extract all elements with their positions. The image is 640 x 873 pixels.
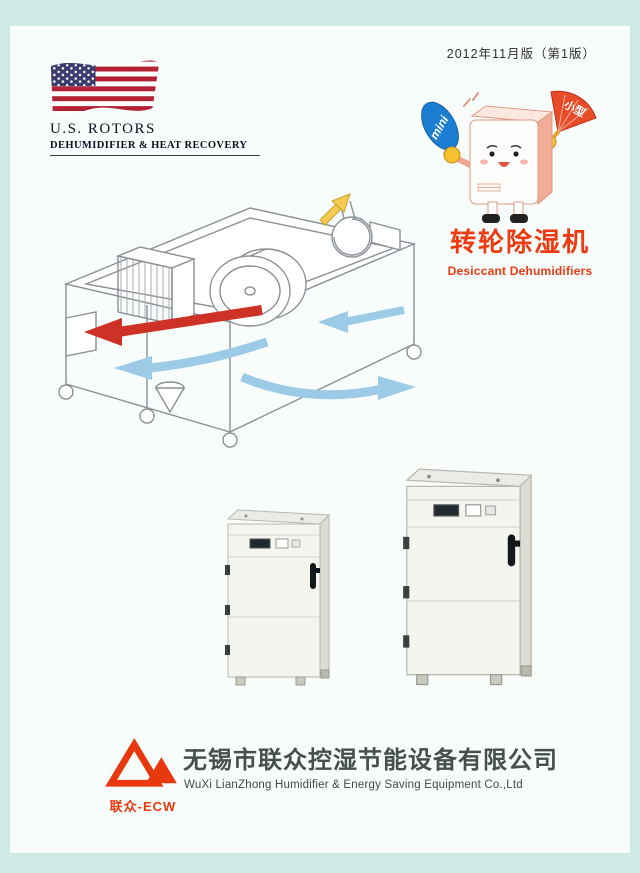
- brand-name: U.S. ROTORS: [50, 121, 156, 137]
- yellow-airflow-arrow: [319, 193, 351, 226]
- product-photo-small: [222, 505, 335, 692]
- product-title-cn: 转轮除湿机: [449, 227, 590, 257]
- company-name-en: WuXi LianZhong Humidifier & Energy Savin…: [184, 779, 523, 791]
- mascot-body: [463, 92, 554, 223]
- brand-tagline: DEHUMIDIFIER & HEAT RECOVERY: [50, 140, 248, 151]
- speech-bubble: mini: [421, 101, 459, 154]
- red-airflow-arrow: [84, 305, 263, 346]
- product-title-en: Desiccant Dehumidifiers: [447, 264, 593, 278]
- mascot-illustration: mini 小型: [410, 76, 605, 246]
- machine-diagram-illustration: [52, 192, 427, 502]
- hand-fan-icon: 小型: [548, 90, 597, 144]
- product-title-block: 转轮除湿机 Desiccant Dehumidifiers: [428, 222, 612, 278]
- company-name-cn: 无锡市联众控湿节能设备有限公司: [183, 747, 558, 774]
- brand-block: U.S. ROTORS DEHUMIDIFIER & HEAT RECOVERY: [50, 121, 260, 156]
- us-flag-icon: [48, 56, 162, 127]
- glove-left: [443, 146, 461, 164]
- blue-airflow-arrows: [114, 306, 416, 400]
- product-photo-large: [398, 463, 540, 692]
- company-logo-icon: [105, 738, 177, 787]
- company-logo: 联众-ECW: [100, 733, 186, 815]
- edition-label: 2012年11月版（第1版）: [446, 47, 596, 61]
- company-logo-text: 联众-ECW: [109, 799, 177, 814]
